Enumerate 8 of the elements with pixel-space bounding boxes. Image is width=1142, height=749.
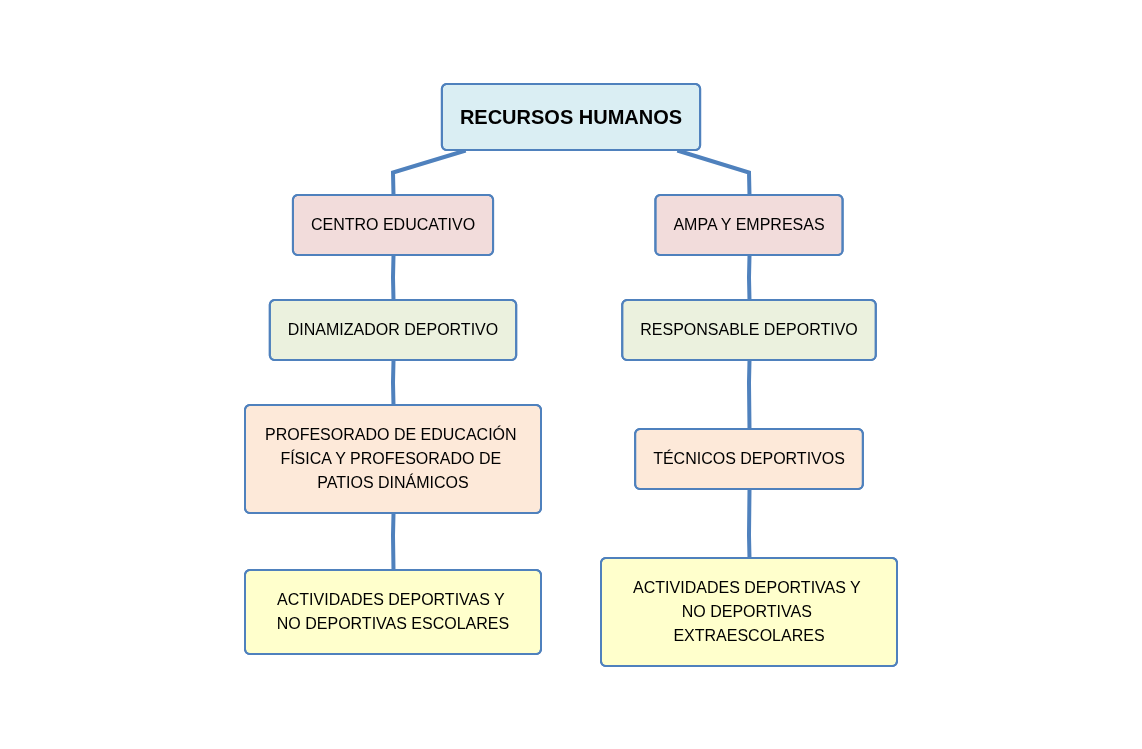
connector	[747, 254, 752, 301]
connector	[747, 488, 752, 559]
connector	[391, 359, 396, 406]
connector	[676, 148, 752, 196]
connector	[391, 512, 396, 571]
connector	[390, 148, 467, 196]
connector	[391, 254, 396, 301]
connector	[747, 359, 752, 430]
